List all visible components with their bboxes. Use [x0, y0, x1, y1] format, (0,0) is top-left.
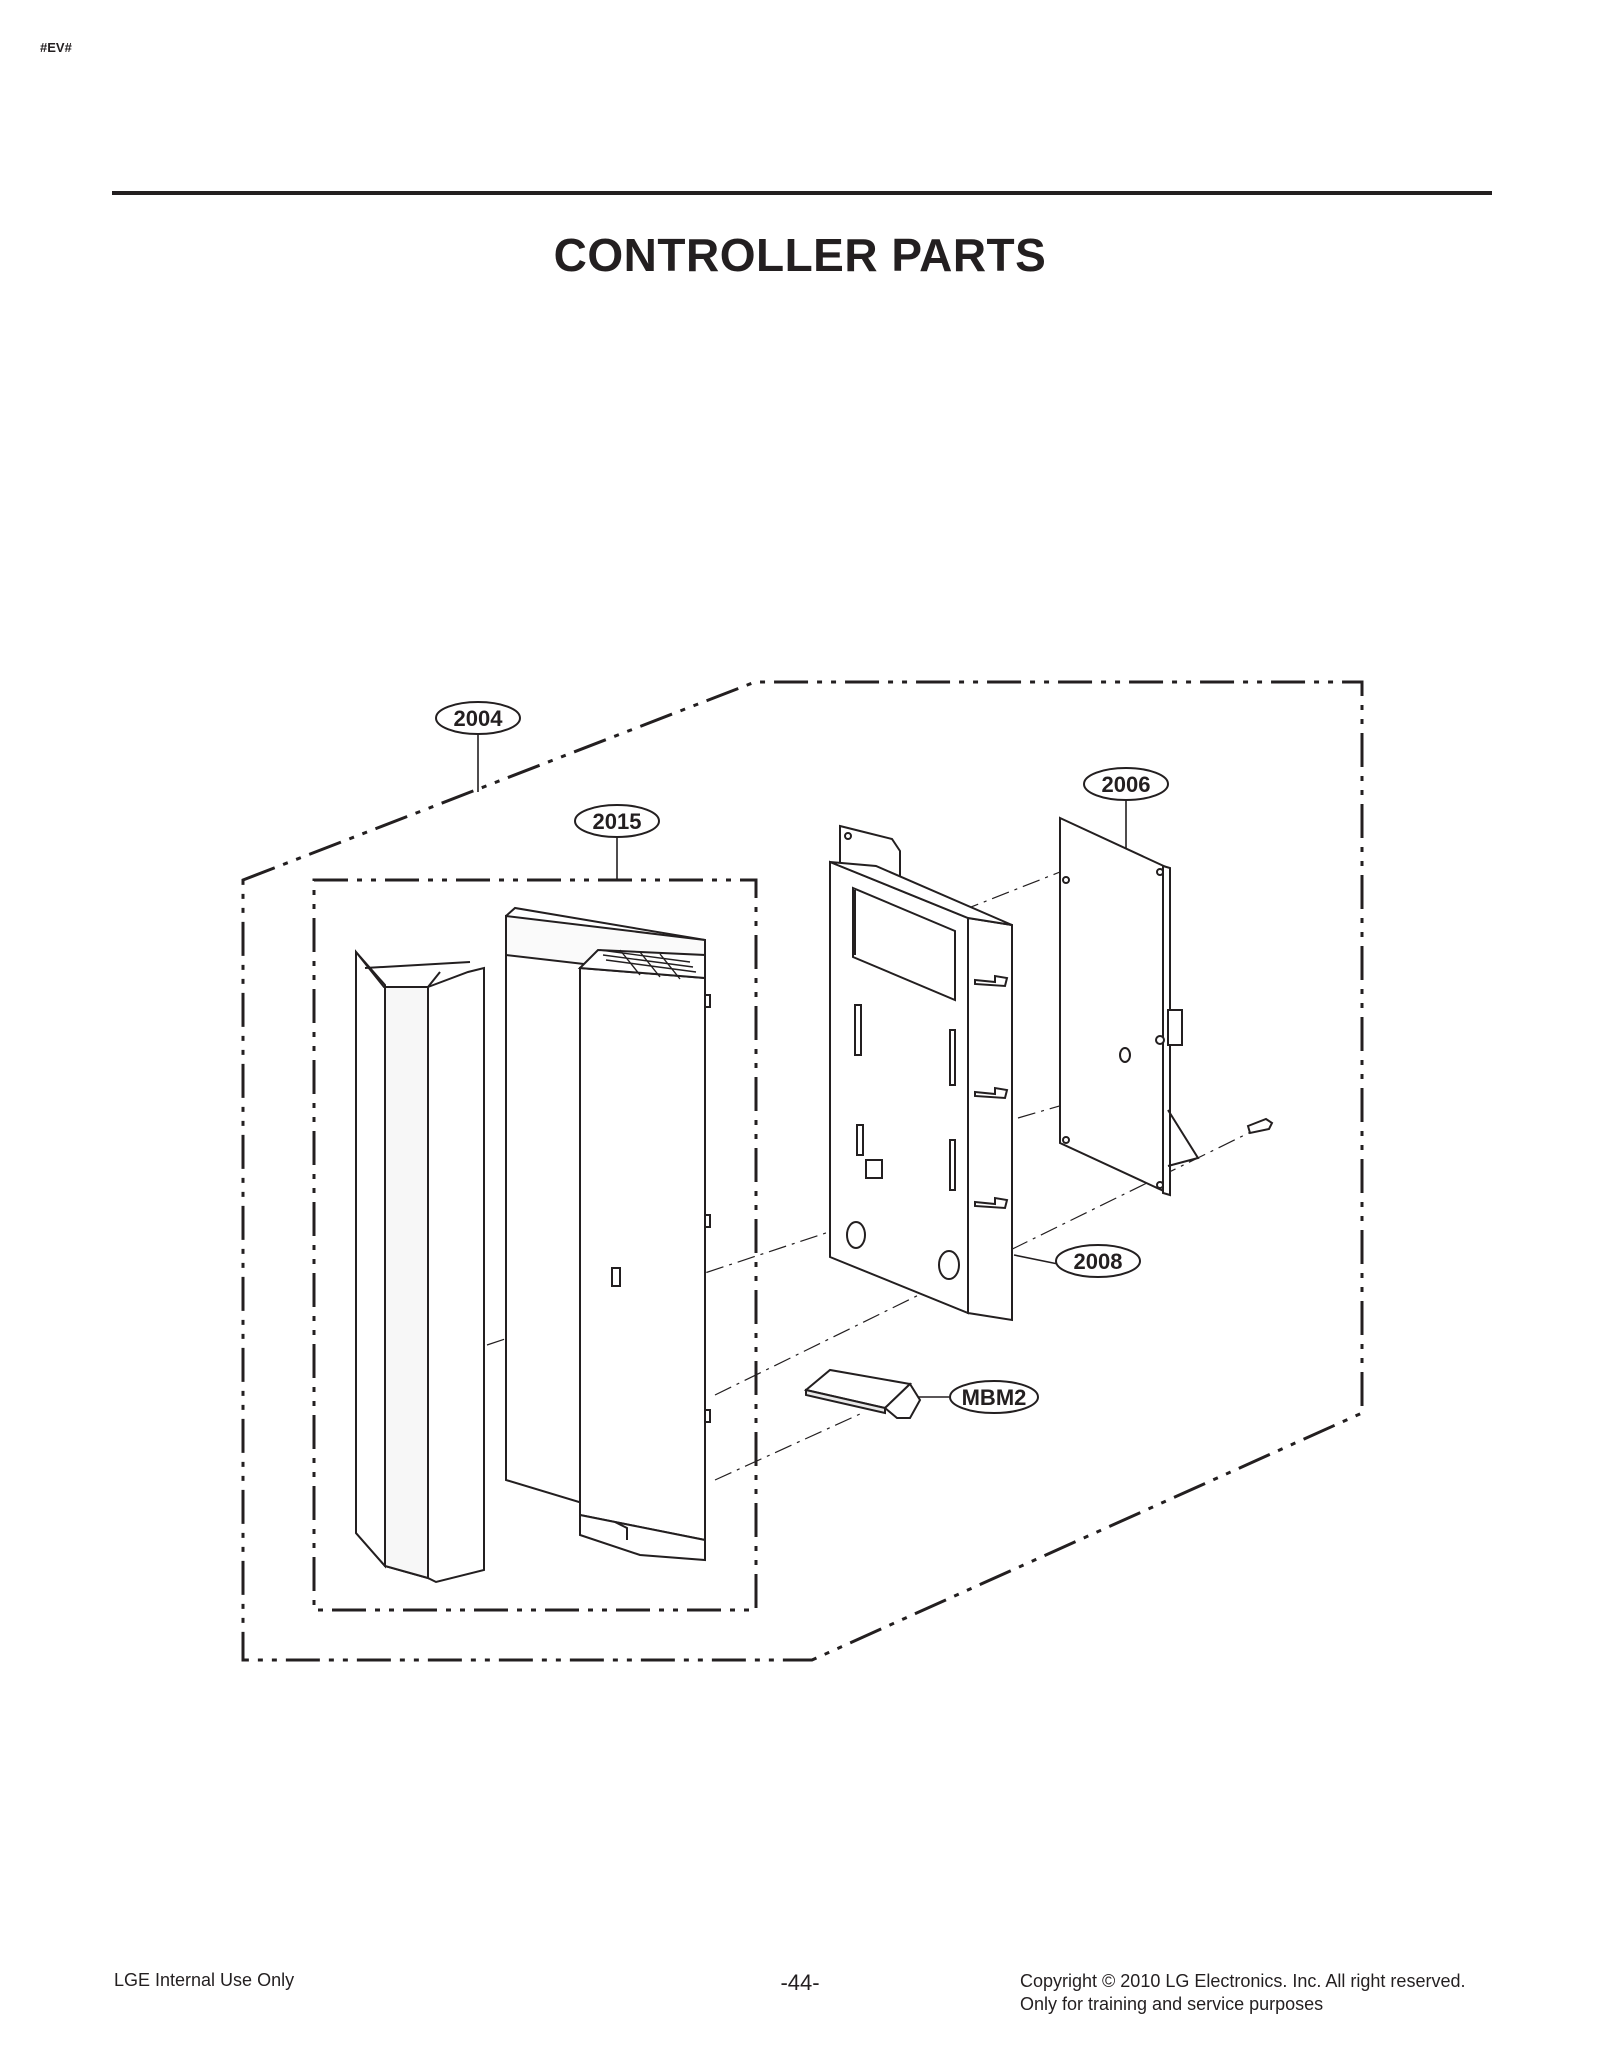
callout-2006-label: 2006 — [1102, 772, 1151, 797]
main-housing-part — [505, 906, 711, 1562]
assembly-guide-line — [1017, 1099, 1081, 1119]
assembly-guide-line — [714, 1413, 861, 1481]
assembly-guide-line — [899, 869, 1066, 936]
copyright-line-1: Copyright © 2010 LG Electronics. Inc. Al… — [1020, 1971, 1466, 1991]
footer-internal-use: LGE Internal Use Only — [114, 1970, 295, 1990]
callout-2015-label: 2015 — [593, 809, 642, 834]
front-cover-part — [355, 949, 485, 1584]
callout-2004: 2004 — [435, 701, 521, 735]
page-number: -44- — [780, 1970, 820, 1995]
callout-2004-label: 2004 — [454, 706, 504, 731]
pcb-assembly-part — [1059, 816, 1274, 1197]
copyright-line-2: Only for training and service purposes — [1020, 1994, 1324, 2014]
callout-2008-label: 2008 — [1074, 1249, 1123, 1274]
callout-2008: 2008 — [1055, 1244, 1141, 1278]
callout-2015: 2015 — [574, 804, 660, 838]
group-boundary-2004 — [241, 680, 1364, 1662]
callout-mbm2-label: MBM2 — [962, 1385, 1027, 1410]
control-box-part — [829, 824, 1013, 1322]
mount-bracket-part — [803, 1368, 922, 1419]
callout-mbm2: MBM2 — [949, 1380, 1039, 1414]
callout-2006: 2006 — [1083, 767, 1169, 801]
group-boundary-2015 — [312, 878, 758, 1612]
footer-copyright: Copyright © 2010 LG Electronics. Inc. Al… — [1020, 1970, 1465, 2016]
document-tag: #EV# — [40, 40, 72, 55]
leader-line-2008 — [1013, 1254, 1059, 1265]
header-rule — [112, 191, 1492, 195]
page-title: CONTROLLER PARTS — [553, 229, 1047, 281]
